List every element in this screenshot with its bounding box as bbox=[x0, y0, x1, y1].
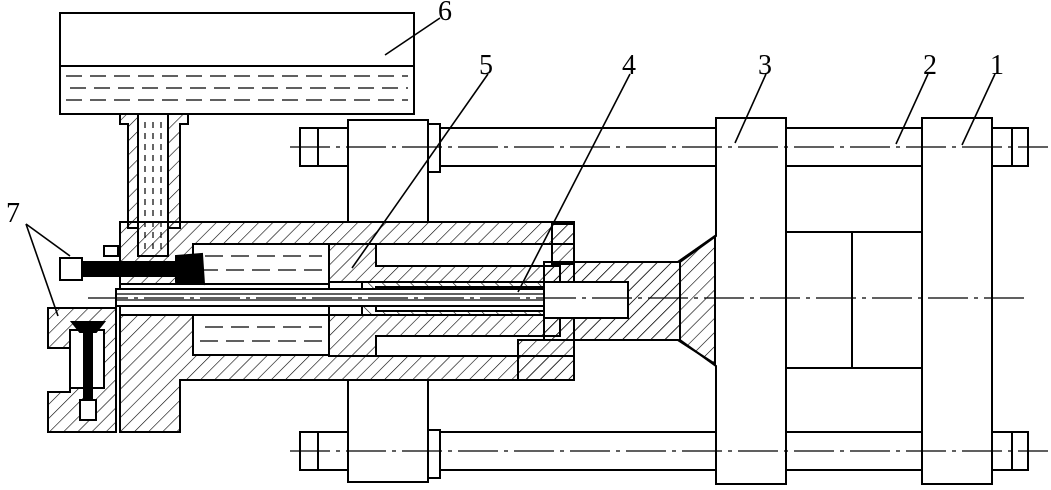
label-5: 5 bbox=[479, 50, 493, 81]
leader-lines bbox=[25, 17, 996, 317]
label-6: 6 bbox=[438, 0, 452, 27]
oil-tank bbox=[59, 12, 415, 115]
label-4: 4 bbox=[622, 50, 636, 81]
label-2: 2 bbox=[923, 50, 937, 81]
valve-upper bbox=[59, 245, 206, 286]
label-7: 7 bbox=[6, 198, 20, 229]
labels: 1 2 3 4 5 6 7 bbox=[6, 0, 1004, 229]
mould bbox=[785, 231, 923, 369]
center-lines bbox=[88, 146, 1048, 452]
valve-lower bbox=[47, 307, 117, 433]
label-1: 1 bbox=[990, 50, 1004, 81]
label-3: 3 bbox=[758, 50, 772, 81]
